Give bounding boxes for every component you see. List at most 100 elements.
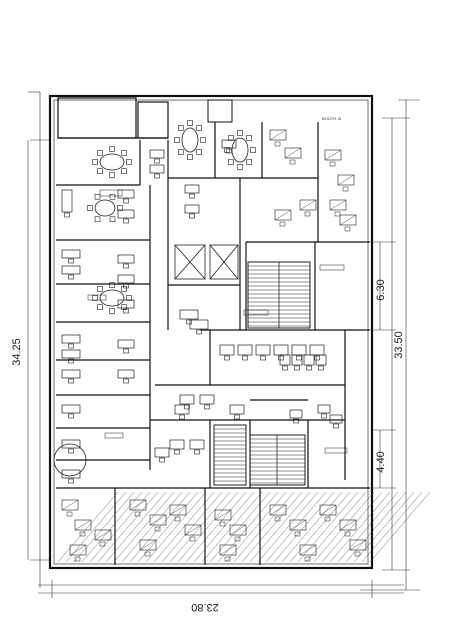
stair-treads-lower [214, 428, 305, 484]
chair [344, 226, 351, 232]
desk [61, 369, 81, 379]
chair [194, 449, 200, 455]
hatch-line [185, 491, 247, 563]
chair [294, 365, 300, 371]
chair [318, 365, 324, 371]
chair [121, 168, 127, 174]
desk [303, 354, 315, 366]
chair [154, 173, 160, 179]
chair [109, 282, 115, 288]
chair [123, 218, 129, 224]
dim-right-upper: 6.30 [375, 279, 387, 300]
desk [117, 209, 135, 219]
chair [234, 536, 241, 542]
chair [97, 286, 103, 292]
hatch-line [81, 491, 143, 563]
workstation [337, 174, 355, 186]
chair [179, 414, 185, 420]
workstation [349, 539, 367, 551]
hatch-line [233, 491, 295, 563]
desk [237, 344, 253, 356]
desk [117, 339, 135, 349]
chair [121, 304, 127, 310]
hatch-line [249, 491, 311, 563]
chair [246, 135, 252, 141]
chair [200, 137, 206, 143]
desk [179, 309, 199, 320]
dim-left-total: 34.25 [11, 338, 23, 366]
chair [189, 536, 196, 542]
chair [246, 159, 252, 165]
chair [237, 130, 243, 136]
meeting-table [99, 153, 125, 171]
chair [334, 211, 341, 217]
desk [61, 249, 81, 259]
desk [61, 265, 81, 275]
workstation [324, 149, 342, 161]
chair [274, 141, 281, 147]
dim-right-total: 33.50 [393, 331, 405, 359]
hatch-line [273, 491, 335, 563]
stairwell-lower [213, 424, 306, 486]
hatch-line [209, 491, 271, 563]
meeting-table [181, 127, 199, 153]
chair [204, 404, 210, 410]
desk [179, 394, 195, 405]
chair [342, 186, 349, 192]
desk [189, 439, 205, 450]
hatch-line [289, 491, 351, 563]
hatch-line [329, 491, 391, 563]
chair [74, 556, 81, 562]
chair [126, 295, 132, 301]
chair [178, 149, 184, 155]
dimension-lines [27, 91, 420, 598]
chair [296, 355, 302, 361]
chair [294, 531, 301, 537]
hatch-line [73, 491, 135, 563]
hatch-line [345, 491, 407, 563]
workstation [269, 129, 287, 141]
chair [134, 511, 141, 517]
chair [68, 448, 74, 454]
chair [144, 551, 151, 557]
chair [109, 172, 115, 178]
chair [304, 211, 311, 217]
chair [224, 556, 231, 562]
hatch-line [105, 491, 167, 563]
chair [178, 125, 184, 131]
hatch-line [97, 491, 159, 563]
chair [224, 147, 230, 153]
desk [221, 139, 237, 149]
workstation [214, 509, 232, 521]
dim-right-lower: 4.40 [375, 451, 387, 472]
desk [61, 349, 81, 359]
workstation [289, 519, 307, 531]
chair [219, 521, 226, 527]
chair [79, 531, 86, 537]
hatch-line [153, 491, 215, 563]
hatch-line [113, 491, 175, 563]
chair [154, 158, 160, 164]
desk [317, 404, 331, 414]
chair [123, 263, 129, 269]
desk [199, 394, 215, 405]
elevator-shafts [174, 244, 239, 280]
desk [154, 447, 170, 458]
hatch-line [193, 491, 255, 563]
chair [186, 319, 192, 325]
workstation [184, 524, 202, 536]
hatch-line [353, 491, 415, 563]
room-tags [87, 189, 348, 454]
chair [189, 193, 195, 199]
desk [61, 469, 81, 479]
workstation [274, 209, 292, 221]
chair [282, 365, 288, 371]
workstation [269, 504, 287, 516]
workstation [339, 519, 357, 531]
hatch-line [305, 491, 367, 563]
chair [242, 355, 248, 361]
chair [92, 159, 98, 165]
hatch-line [225, 491, 287, 563]
